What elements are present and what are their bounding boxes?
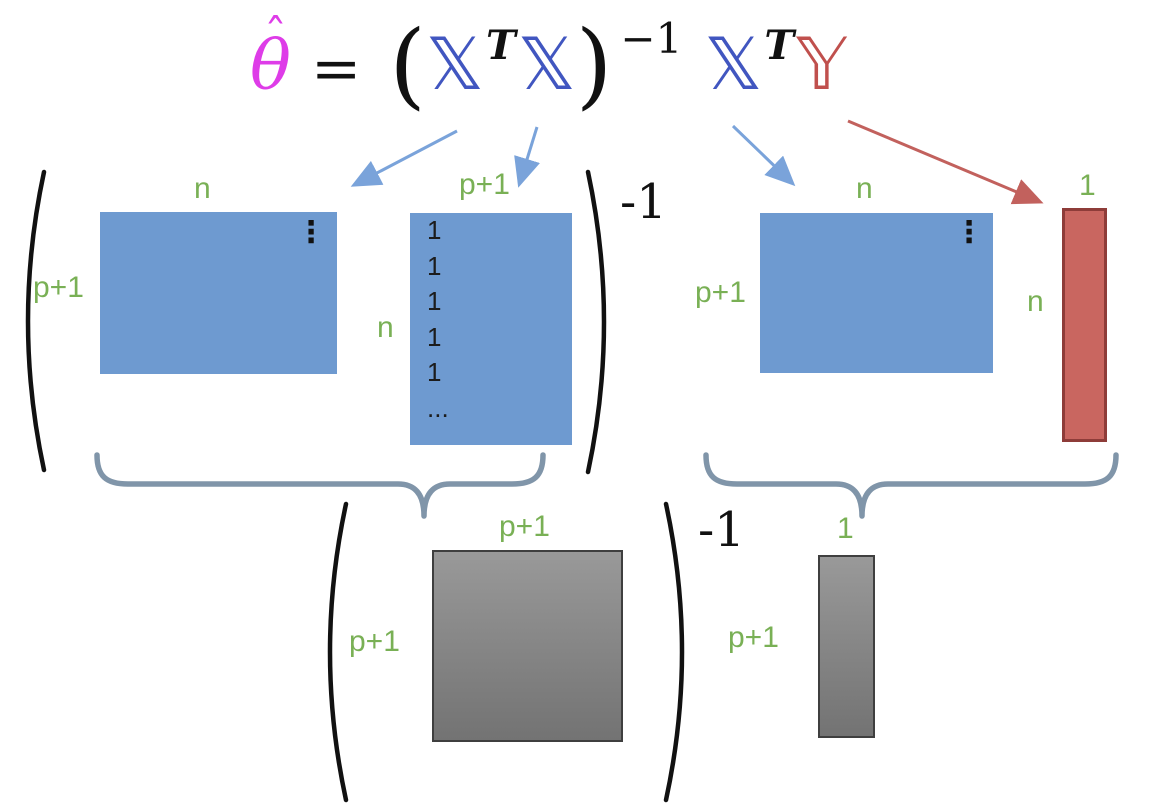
right-underbrace	[703, 452, 1119, 519]
label-y-vector-cols: 1	[1079, 169, 1096, 202]
formula-y-blackboard: 𝕐	[796, 22, 848, 106]
formula-inverse-exponent: −1	[620, 14, 683, 63]
ones-value: 1	[427, 286, 442, 316]
label-xt-left-rows: p+1	[33, 271, 84, 304]
matrix-x-transpose-left	[100, 212, 337, 374]
ones-column: 1 1 1 1 1 ...	[427, 213, 449, 426]
vector-y	[1062, 208, 1107, 442]
ones-value: 1	[427, 357, 442, 387]
label-y-vector-rows: n	[1027, 285, 1044, 318]
formula-lparen: (	[389, 11, 426, 120]
bottom-group-close-paren	[663, 501, 685, 803]
arrow-y-vector	[847, 119, 1044, 205]
ones-value: 1	[427, 250, 442, 281]
label-xt-left-cols: n	[194, 172, 211, 205]
arrow-x-tall	[514, 126, 540, 188]
label-xtx-rows: p+1	[349, 625, 400, 658]
label-xt-right-rows: p+1	[695, 276, 746, 309]
ones-value: ...	[427, 392, 449, 423]
bottom-group-open-paren	[327, 501, 349, 803]
hat-accent: ˆ	[264, 9, 287, 63]
formula-x-blackboard-3: 𝕏	[704, 22, 763, 106]
left-underbrace	[94, 452, 546, 519]
ones-value: 1	[427, 215, 442, 245]
matrix-xtx-result	[432, 550, 623, 742]
matrix-x-tall	[410, 213, 572, 445]
left-group-inverse-exponent: -1	[620, 174, 667, 230]
formula-x-blackboard-1: 𝕏	[425, 22, 484, 106]
matrix-x-transpose-right	[760, 213, 993, 373]
label-xtx-cols: p+1	[499, 510, 550, 543]
formula-theta: θ	[250, 27, 291, 106]
normal-equation-formula: ˆ θ = ( 𝕏 T 𝕏 ) −1 𝕏 T 𝕐	[250, 11, 848, 120]
vector-xty-result	[818, 555, 875, 738]
formula-transpose-1: T	[485, 22, 516, 69]
label-xt-right-cols: n	[856, 172, 873, 205]
label-x-tall-rows: n	[377, 311, 394, 344]
left-group-close-paren	[585, 169, 607, 475]
label-xty-rows: p+1	[728, 621, 779, 654]
arrow-x-transpose-left	[350, 129, 458, 187]
left-group-open-paren	[25, 169, 47, 473]
col-dots-icon: ⋮	[296, 215, 326, 250]
formula-transpose-2: T	[764, 22, 795, 69]
label-xty-cols: 1	[837, 512, 854, 545]
formula-theta-hat: ˆ θ	[250, 13, 291, 101]
ones-value: 1	[427, 321, 442, 352]
col-dots-icon: ⋮	[954, 215, 984, 250]
label-x-tall-cols: p+1	[459, 168, 510, 201]
formula-rparen: )	[575, 11, 613, 120]
formula-x-blackboard-2: 𝕏	[517, 22, 576, 106]
bottom-group-inverse-exponent: -1	[698, 502, 745, 558]
formula-equals: =	[310, 34, 362, 104]
arrow-x-transpose-right	[731, 124, 796, 187]
